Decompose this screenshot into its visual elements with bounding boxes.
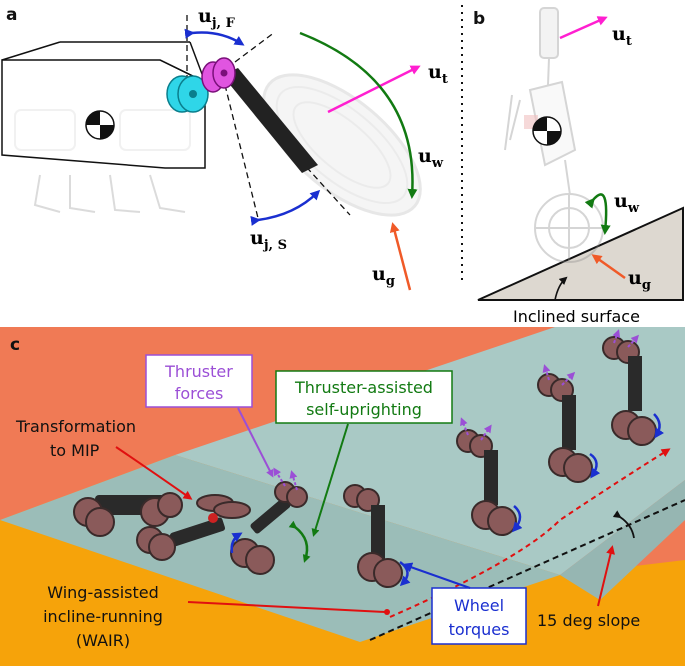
label-u-w: uw bbox=[418, 145, 444, 171]
wair-pointer bbox=[187, 601, 386, 613]
label-u-jF: uj, F bbox=[198, 5, 236, 31]
wair-label-2: incline-running bbox=[43, 607, 163, 626]
wair-trajectory bbox=[389, 448, 671, 618]
self-uprighting-label-2: self-uprighting bbox=[306, 400, 422, 419]
transformation-pointer bbox=[115, 446, 193, 500]
thruster-forces-pointer bbox=[237, 407, 274, 478]
wheel-torques-label-2: torques bbox=[449, 620, 510, 639]
gravity-arrow bbox=[389, 222, 412, 291]
label-u-t: ut bbox=[428, 61, 448, 87]
center-of-mass-icon-b bbox=[532, 116, 562, 146]
gravity-arrow-b bbox=[591, 254, 626, 280]
panel-c: c bbox=[0, 327, 685, 666]
thrust-arrow-b bbox=[559, 16, 608, 40]
frontal-joint bbox=[166, 75, 209, 113]
robot-mip-1 bbox=[343, 484, 403, 588]
incline-angle-arc bbox=[554, 276, 568, 301]
label-u-jS: uj, S bbox=[250, 227, 287, 253]
uprighting-rotation-arrow bbox=[288, 520, 311, 563]
joint-frontal-arrow bbox=[184, 28, 245, 46]
robot-uprighting bbox=[230, 481, 308, 575]
panel-a-letter: a bbox=[6, 5, 17, 25]
center-of-mass-icon bbox=[85, 110, 115, 140]
leg-link bbox=[222, 68, 318, 173]
surface-label: Inclined surface bbox=[513, 307, 640, 326]
transformation-label-1: Transformation bbox=[15, 417, 136, 436]
thrust-arrow bbox=[327, 65, 421, 114]
joint-sagittal-arrow bbox=[250, 189, 321, 226]
self-uprighting-label-1: Thruster-assisted bbox=[294, 378, 433, 397]
inclined-surface bbox=[477, 206, 684, 301]
robot-transforming bbox=[136, 494, 251, 561]
robot-mip-4 bbox=[602, 336, 657, 446]
label-u-w-b: uw bbox=[614, 190, 640, 216]
self-uprighting-pointer bbox=[311, 423, 349, 537]
panel-b-letter: b bbox=[473, 9, 485, 29]
robot-quadruped bbox=[73, 492, 183, 537]
wheel-torques-pointer bbox=[402, 562, 471, 589]
slope-baseline-dashed bbox=[369, 499, 685, 641]
wheel-torques-label-1: Wheel bbox=[454, 596, 504, 615]
panel-c-letter: c bbox=[10, 335, 20, 355]
panel-a: a bbox=[1, 5, 448, 291]
label-u-g: ug bbox=[372, 263, 395, 289]
wair-pointer-dot bbox=[384, 609, 390, 615]
wheel-torque-small-arrows bbox=[230, 413, 665, 587]
slope-pointer bbox=[597, 545, 615, 607]
robot-mip-2 bbox=[456, 429, 517, 536]
label-u-g-b: ug bbox=[628, 267, 651, 293]
transformation-label-2: to MIP bbox=[50, 441, 100, 460]
thruster-forces-label-1: Thruster bbox=[164, 362, 233, 381]
thruster-forces-label-2: forces bbox=[175, 384, 224, 403]
self-uprighting-box bbox=[275, 370, 453, 424]
robot-sequence bbox=[73, 336, 657, 588]
frontal-dashed-line bbox=[194, 31, 276, 93]
wheel-faded bbox=[262, 73, 422, 217]
thruster-force-arrows bbox=[273, 329, 640, 491]
wheel-torque-arrow bbox=[299, 31, 418, 199]
sagittal-joint bbox=[201, 57, 236, 93]
panel-b: b Inclined surface ut bbox=[473, 7, 684, 326]
wair-label-1: Wing-assisted bbox=[47, 583, 159, 602]
label-u-t-b: ut bbox=[612, 23, 632, 49]
ramp-edge bbox=[560, 480, 685, 600]
thruster-forces-box bbox=[145, 354, 253, 408]
slope-label: 15 deg slope bbox=[537, 611, 640, 630]
robot-mip-3 bbox=[537, 373, 593, 483]
wair-label-3: (WAIR) bbox=[76, 631, 130, 650]
wheel-torques-box bbox=[431, 587, 527, 645]
wheel-torque-arrow-b bbox=[584, 193, 611, 235]
slope-angle-arc bbox=[612, 510, 635, 539]
